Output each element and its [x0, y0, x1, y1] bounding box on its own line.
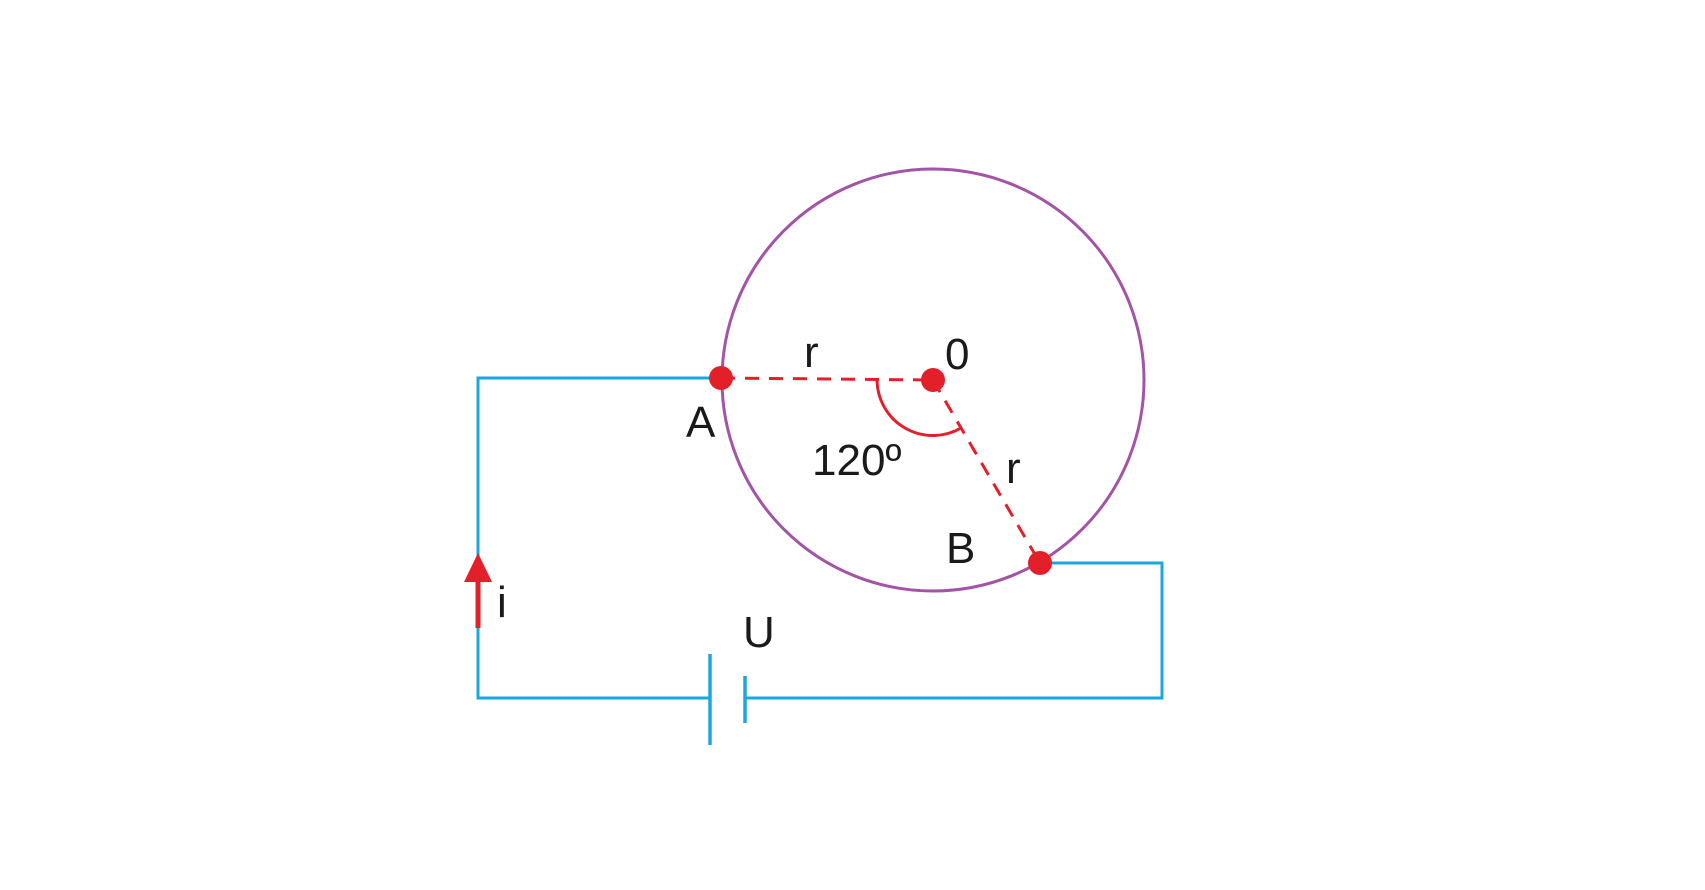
- wire-left-loop: [476, 376, 721, 700]
- points: [709, 366, 1052, 575]
- label-angle: 120º: [812, 436, 901, 485]
- battery-symbol: [708, 654, 747, 745]
- point-a-dot: [709, 366, 733, 390]
- label-radius-lower: r: [1006, 444, 1021, 493]
- arrow-up-icon: [464, 553, 492, 582]
- label-point-a: A: [686, 398, 716, 447]
- point-b-dot: [1028, 551, 1052, 575]
- current-arrow: [464, 553, 492, 628]
- circuit-wires: [476, 376, 1164, 700]
- radius-line-ob: [931, 379, 1042, 564]
- center-dot: [921, 368, 945, 392]
- label-radius-upper: r: [804, 328, 819, 377]
- angle-arc: [875, 379, 962, 437]
- wire-right-loop: [745, 561, 1164, 700]
- label-point-b: B: [946, 524, 975, 573]
- label-voltage: U: [743, 608, 775, 657]
- label-center: 0: [945, 330, 969, 379]
- text-labels: A B 0 r r 120º i U: [497, 328, 1021, 657]
- radius-lines: [720, 376, 1042, 564]
- label-current: i: [497, 578, 507, 627]
- radius-line-oa: [720, 376, 934, 382]
